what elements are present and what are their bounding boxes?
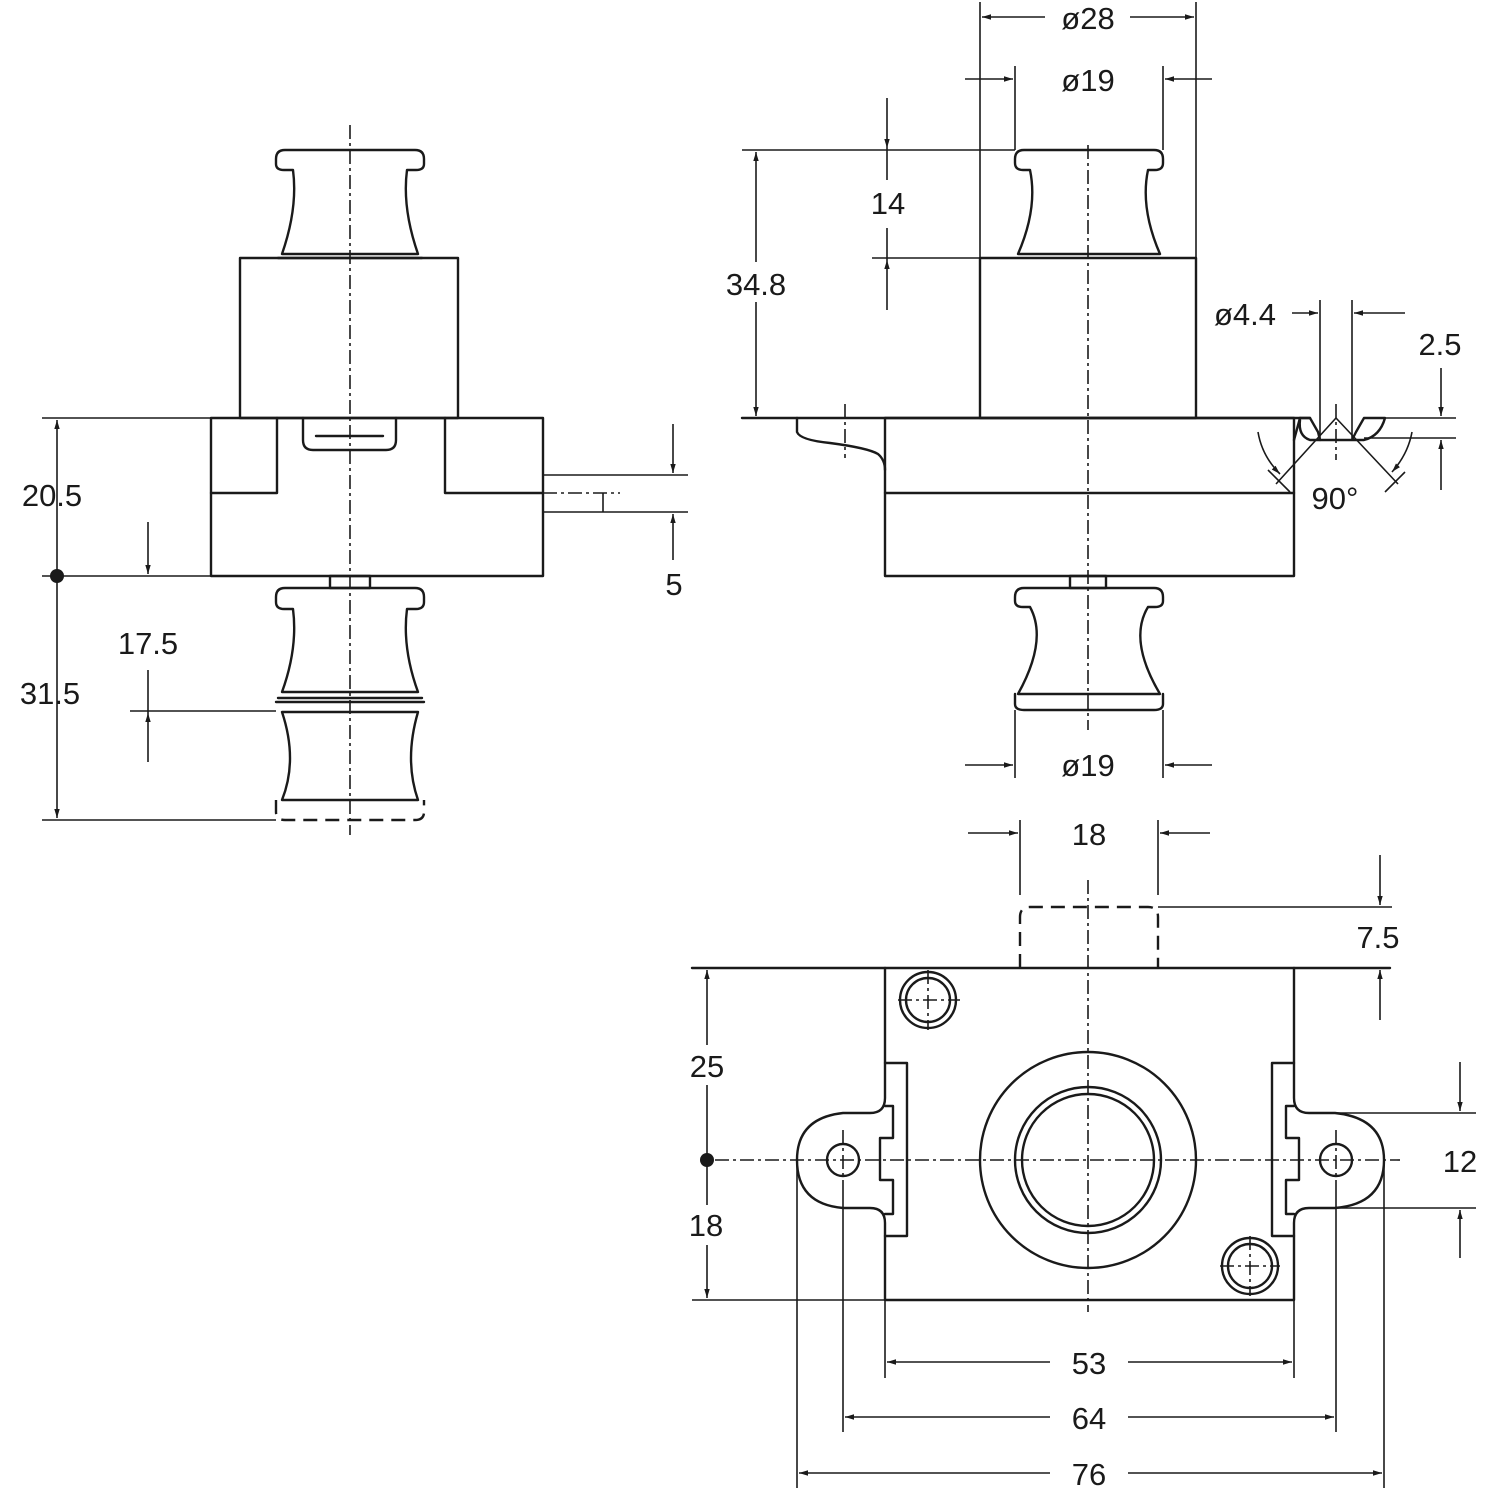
side-bottom-knob-upper bbox=[274, 586, 426, 694]
dim-bottom-body-width: 53 bbox=[1072, 1346, 1106, 1381]
bottom-outline bbox=[795, 966, 1386, 1302]
bottom-view: 18 7.5 25 18 12 53 64 bbox=[684, 817, 1477, 1492]
dim-front-knob-dia-top: ø19 bbox=[1061, 63, 1114, 98]
dim-front-body-dia: ø28 bbox=[1061, 1, 1114, 36]
dim-front-knob-dia-bottom: ø19 bbox=[1061, 748, 1114, 783]
front-top-knob bbox=[1013, 148, 1165, 256]
dim-front-countersink-angle: 90° bbox=[1312, 481, 1359, 516]
side-base bbox=[209, 416, 545, 578]
dim-side-knob-offset: 17.5 bbox=[118, 626, 178, 661]
dim-front-hole-depth: 2.5 bbox=[1418, 327, 1461, 362]
dim-bottom-hole-spacing: 64 bbox=[1072, 1401, 1106, 1436]
front-bottom-knob bbox=[1013, 586, 1165, 696]
dim-bottom-overall-width: 76 bbox=[1072, 1457, 1106, 1492]
side-top-knob bbox=[274, 148, 426, 256]
side-upper-block bbox=[238, 256, 460, 420]
dim-side-height-upper: 20.5 bbox=[22, 478, 82, 513]
dim-bottom-upper-height: 25 bbox=[690, 1049, 724, 1084]
dim-bottom-lower-height: 18 bbox=[689, 1208, 723, 1243]
dim-bottom-knob-width: 18 bbox=[1072, 817, 1106, 852]
dim-front-knob-height: 14 bbox=[871, 186, 905, 221]
dim-front-height: 34.8 bbox=[726, 267, 786, 302]
dim-side-slot: 5 bbox=[665, 567, 682, 602]
dim-bottom-knob-protrusion: 7.5 bbox=[1356, 920, 1399, 955]
front-base bbox=[883, 416, 1296, 578]
side-view: 20.5 31.5 17.5 5 bbox=[20, 125, 688, 835]
front-view: 90° ø28 ø19 34.8 14 ø4.4 bbox=[726, 1, 1462, 783]
dim-side-height-lower: 31.5 bbox=[20, 676, 80, 711]
dim-front-hole-dia: ø4.4 bbox=[1214, 297, 1276, 332]
dim-bottom-ear-height: 12 bbox=[1443, 1144, 1477, 1179]
side-bottom-knob-lower bbox=[280, 710, 420, 802]
